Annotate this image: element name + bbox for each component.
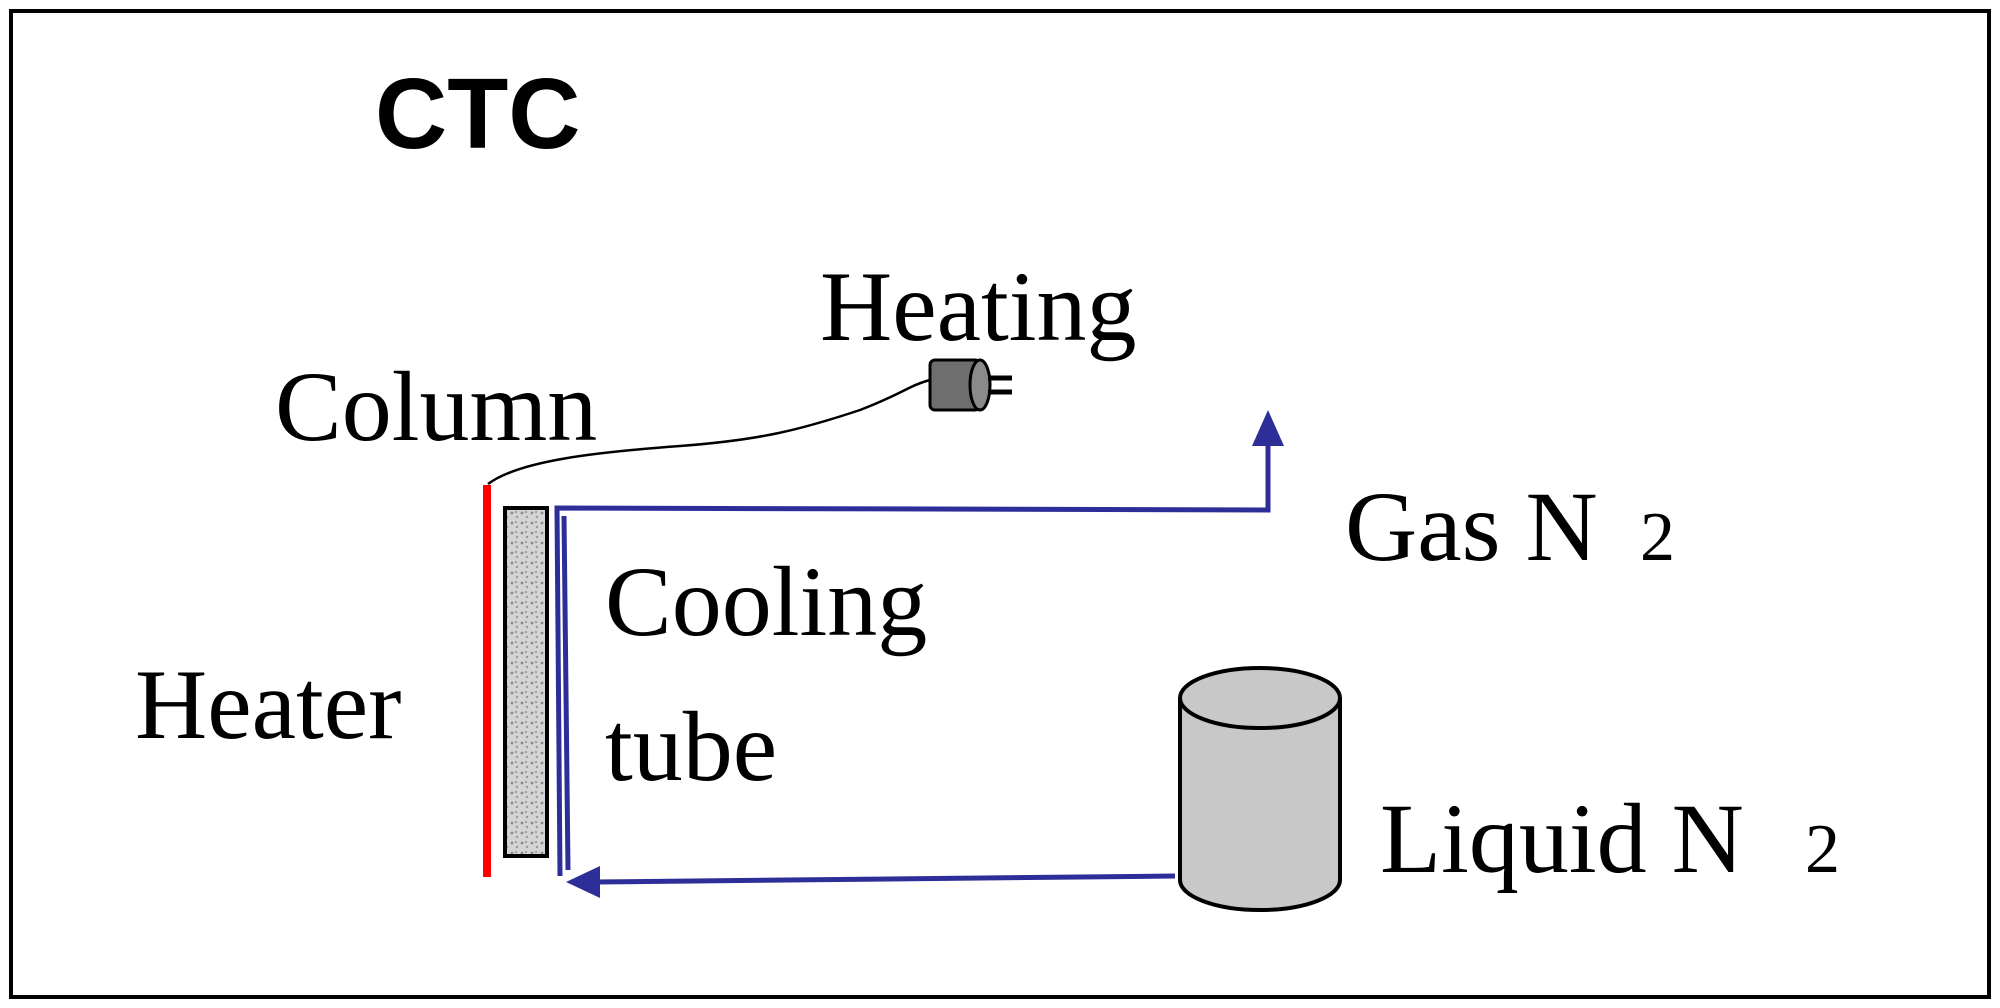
svg-text:Gas N: Gas N xyxy=(1345,471,1598,582)
svg-text:2: 2 xyxy=(1640,499,1675,576)
heating-wire xyxy=(487,378,931,486)
svg-text:2: 2 xyxy=(1805,811,1840,888)
column xyxy=(503,506,549,858)
outflow-arrow-icon xyxy=(1252,410,1284,446)
diagram-border xyxy=(9,9,1991,999)
svg-text:Liquid N: Liquid N xyxy=(1380,783,1744,894)
liquid-n2-label: Liquid N 2 xyxy=(1380,783,1840,894)
cooling-tube-label-line1: Cooling xyxy=(605,546,927,657)
column-label: Column xyxy=(275,351,597,462)
heating-label: Heating xyxy=(820,251,1137,362)
inflow-arrow-icon xyxy=(566,866,600,898)
plug-icon xyxy=(928,358,1012,412)
heater-label: Heater xyxy=(135,649,401,760)
gas-n2-label: Gas N 2 xyxy=(1345,471,1675,582)
cylinder-tank-icon xyxy=(1178,666,1342,912)
cooling-tube-label-line2: tube xyxy=(605,691,777,802)
cooling-tube xyxy=(554,440,1271,885)
diagram-title: CTC xyxy=(375,58,581,170)
